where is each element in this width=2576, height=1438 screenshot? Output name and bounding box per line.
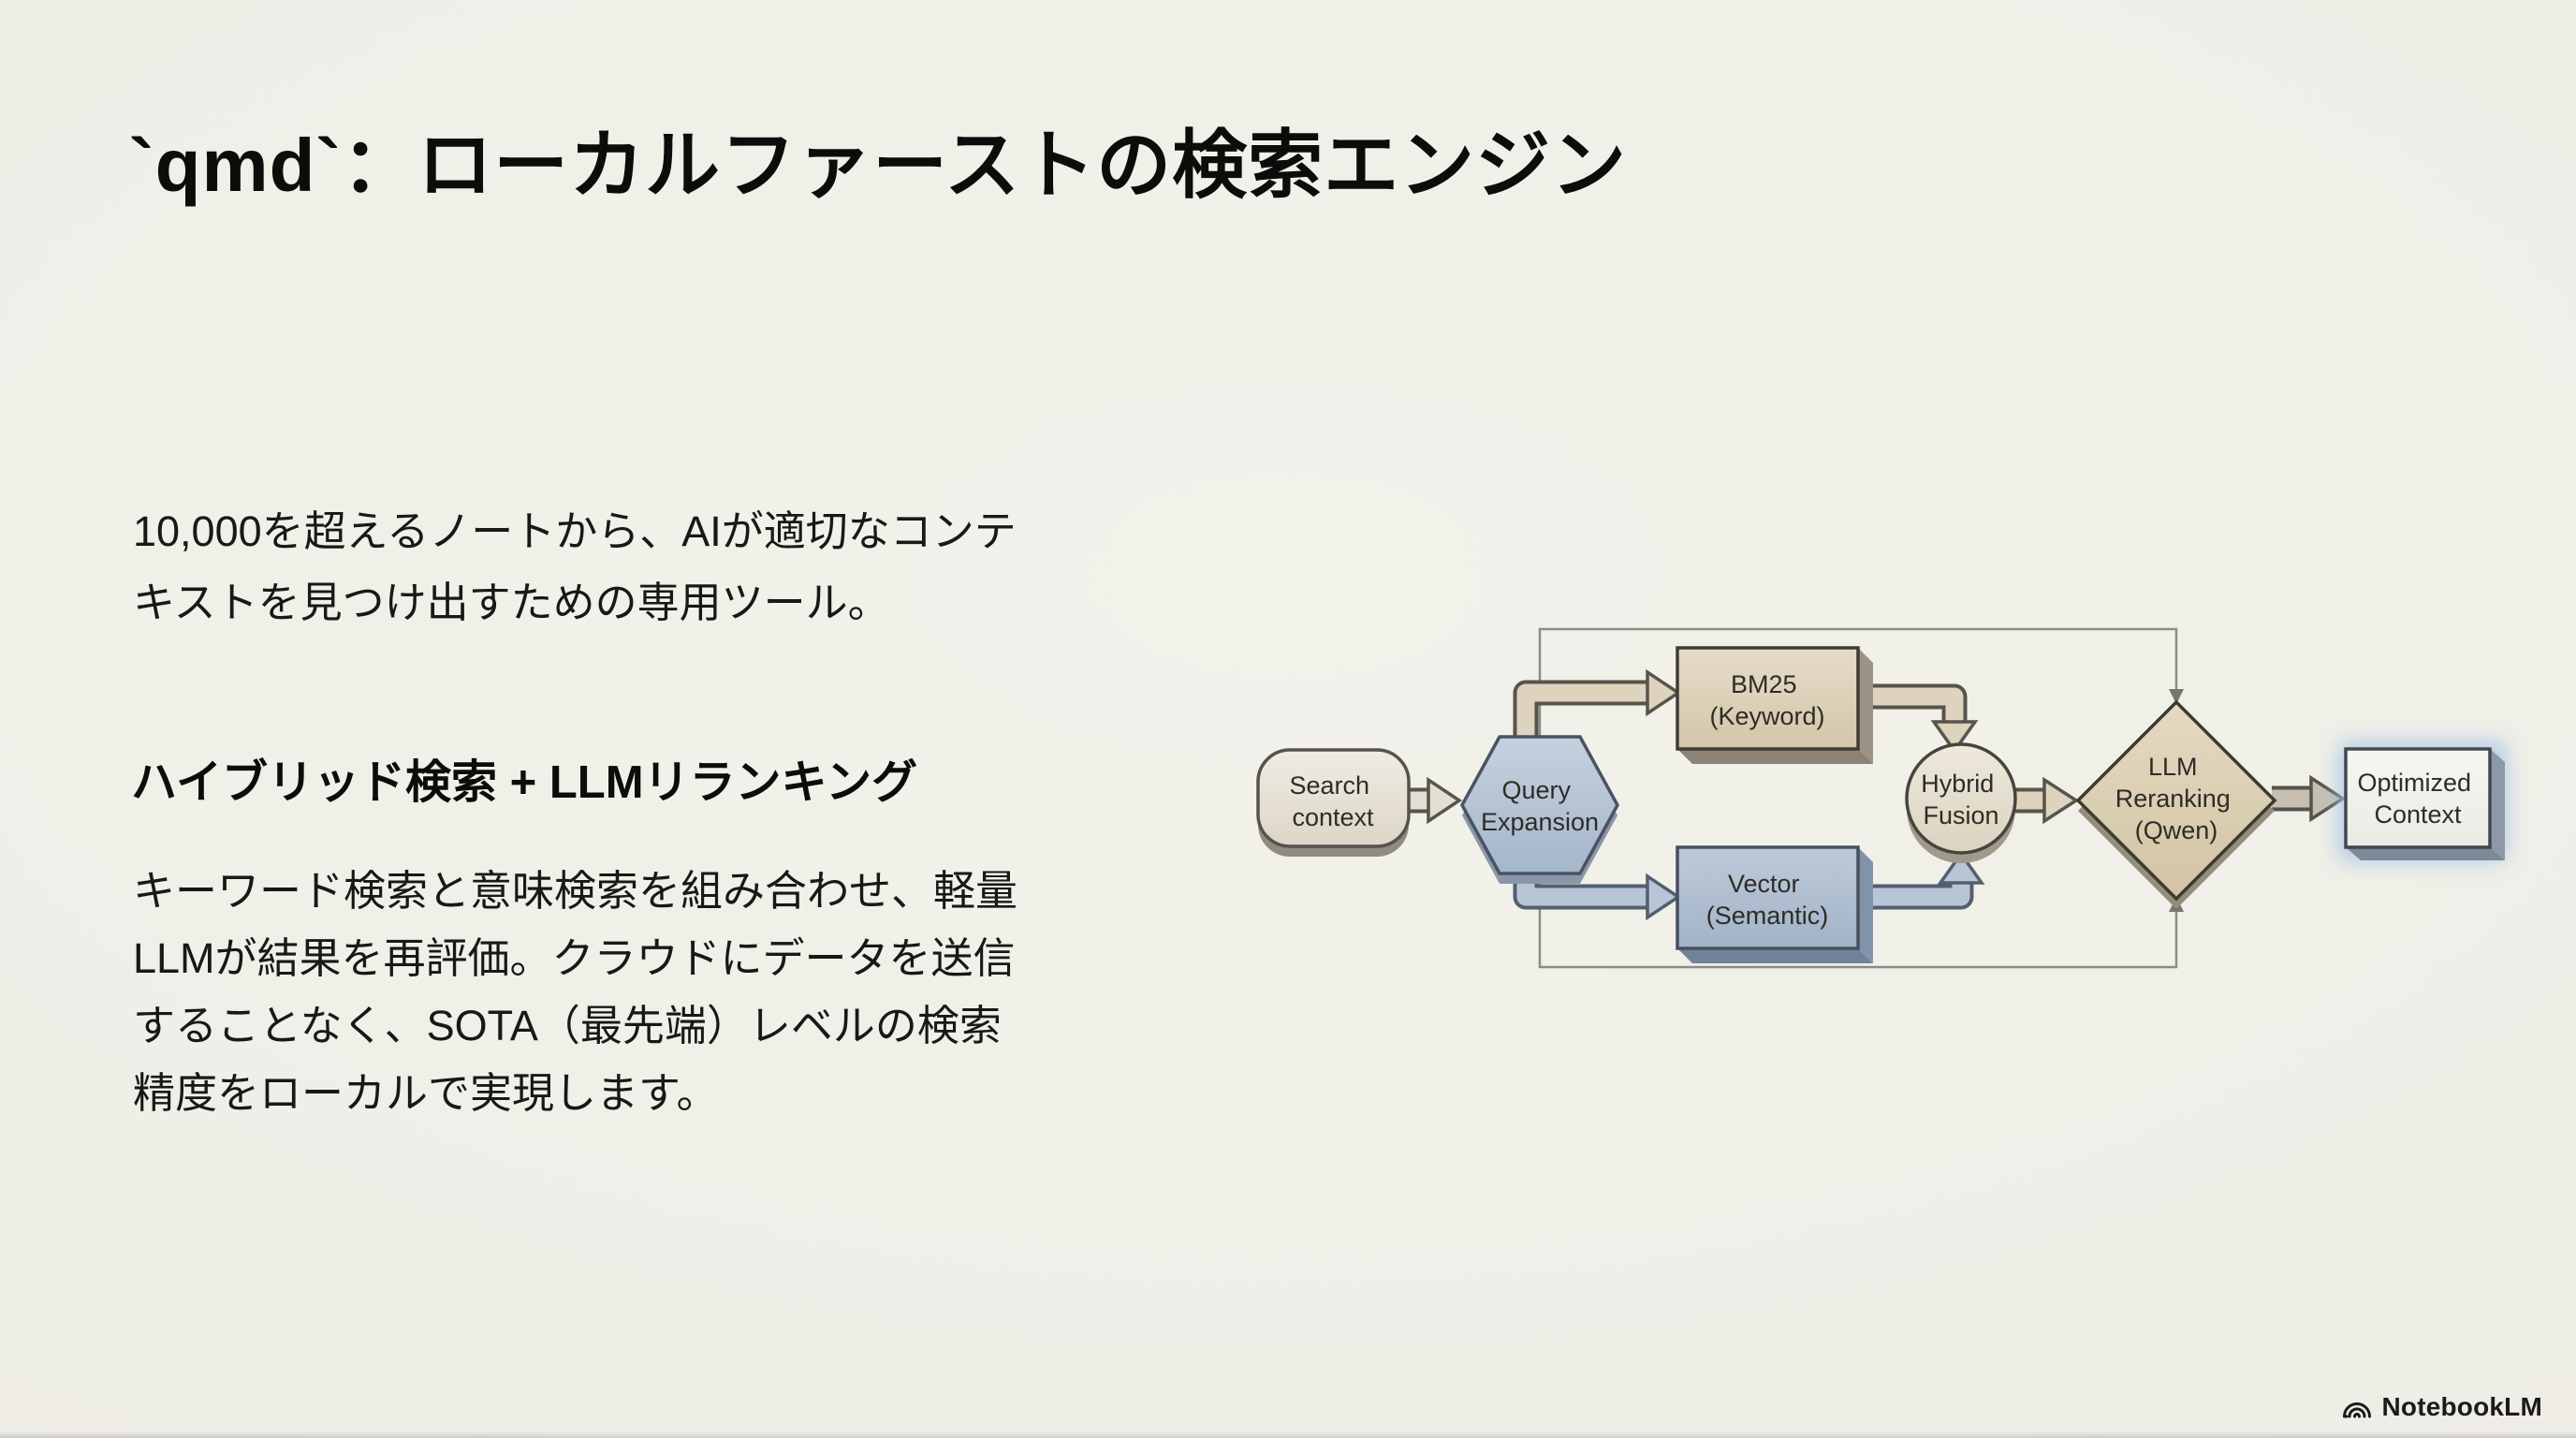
section-heading: ハイブリッド検索 + LLMリランキング — [131, 757, 918, 808]
arrow-bm25-to-fusion — [1858, 683, 1979, 755]
arrow-search-to-qe — [1407, 776, 1463, 825]
pipeline-flowchart-svg: Search context Query Expansion BM25 (Key… — [1256, 627, 2507, 969]
svg-text:Vector (Semantic): Vector (Semantic) — [1706, 870, 1829, 930]
node-hybrid-fusion: Hybrid Fusion — [1905, 742, 2017, 863]
node-optimized-context: Optimized Context — [2338, 741, 2507, 861]
node-bm25: BM25 (Keyword) — [1676, 646, 1873, 764]
arrow-qe-to-bm25 — [1513, 668, 1682, 744]
svg-text:Optimized Context: Optimized Context — [2357, 769, 2478, 829]
intro-paragraph: 10,000を超えるノートから、AIが適切なコンテ キストを見つけ出すための専用… — [133, 507, 1017, 626]
svg-text:BM25 (Keyword): BM25 (Keyword) — [1709, 670, 1824, 730]
node-llm-reranking: LLM Reranking (Qwen) — [2075, 699, 2277, 909]
svg-text:Search context: Search context — [1289, 771, 1376, 831]
node-query-expansion: Query Expansion — [1460, 735, 1619, 884]
svg-text:Hybrid Fusion: Hybrid Fusion — [1921, 770, 2001, 829]
arrow-vector-to-fusion — [1858, 850, 1985, 910]
svg-text:Query Expansion: Query Expansion — [1481, 776, 1599, 836]
body-paragraph: キーワード検索と意味検索を組み合わせ、軽量 LLMが結果を再評価。クラウドにデー… — [133, 867, 1018, 1117]
svg-text:LLM Reranking (Qwe: LLM Reranking (Qwen) — [2115, 753, 2238, 844]
search-pipeline-diagram: Search context Query Expansion BM25 (Key… — [1245, 599, 2546, 1002]
notebooklm-watermark: NotebookLM — [2341, 1391, 2542, 1423]
notebooklm-logo-icon — [2343, 1402, 2372, 1418]
slide-title: `qmd`：ローカルファーストの検索エンジン — [129, 124, 1628, 207]
arrow-rerank-to-context — [2272, 774, 2347, 823]
node-search-context: Search context — [1256, 748, 1411, 857]
bottom-shadow-edge — [0, 1431, 2576, 1438]
node-vector: Vector (Semantic) — [1676, 845, 1873, 963]
notebooklm-wordmark: NotebookLM — [2381, 1392, 2542, 1421]
arrow-fusion-to-rerank — [2012, 776, 2080, 825]
